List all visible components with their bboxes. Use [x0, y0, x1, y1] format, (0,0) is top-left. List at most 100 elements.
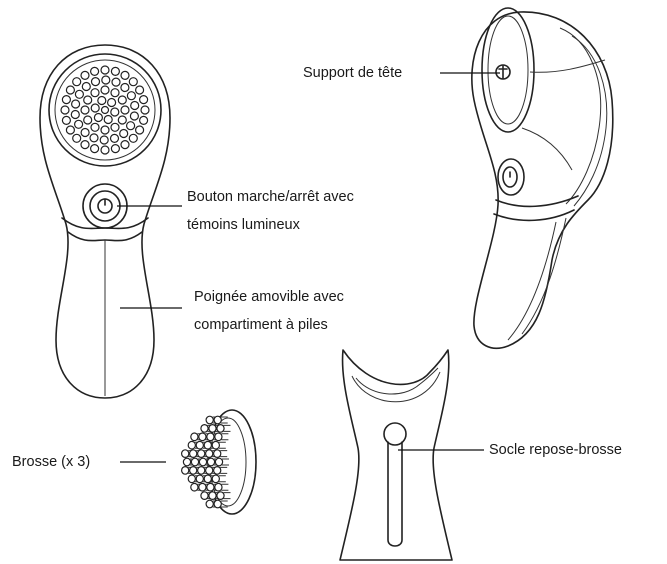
- bristle-dot: [101, 126, 109, 134]
- bristle-tuft: [204, 475, 211, 483]
- bristle-tuft: [182, 467, 189, 475]
- bristle-dot: [131, 102, 139, 110]
- bristle-dot: [84, 96, 92, 104]
- bristle-tuft: [206, 467, 213, 475]
- bristle-tuft: [198, 467, 205, 475]
- bristle-dot: [72, 100, 80, 108]
- bristle-dot: [140, 116, 148, 124]
- bristle-dot: [75, 120, 83, 128]
- bristle-dot: [102, 76, 110, 84]
- bristle-tuft: [199, 483, 206, 491]
- bristle-tuft: [214, 450, 221, 458]
- bristle-dot: [121, 106, 129, 114]
- bristle-dot: [111, 145, 119, 153]
- bristle-dot: [91, 145, 99, 153]
- bristle-dot: [141, 106, 149, 114]
- bristle-dot: [127, 92, 135, 100]
- bristle-dot: [111, 123, 119, 131]
- bristle-dot: [91, 104, 99, 112]
- bristle-dot: [129, 78, 137, 86]
- bristle-tuft: [204, 441, 211, 449]
- bristle-tuft: [209, 425, 216, 433]
- bristle-dot: [66, 126, 74, 134]
- bristle-dot: [71, 111, 79, 119]
- bristle-dot: [62, 116, 70, 124]
- bristle-dot: [136, 86, 144, 94]
- bristle-dot: [62, 96, 70, 104]
- bristle-tuft: [188, 441, 195, 449]
- bristle-dot: [121, 84, 129, 92]
- bristle-tuft: [191, 433, 198, 441]
- label-head-support: Support de tête: [303, 66, 402, 81]
- bristle-dot: [98, 97, 106, 105]
- bristle-tuft: [201, 492, 208, 500]
- bristle-tuft: [212, 475, 219, 483]
- bristle-tuft: [214, 416, 221, 424]
- bristle-dot: [111, 67, 119, 75]
- bristle-tuft: [201, 425, 208, 433]
- bristle-dot: [101, 146, 109, 154]
- bristle-tuft: [206, 450, 213, 458]
- bristle-dot: [81, 141, 89, 149]
- bristle-dot: [61, 106, 69, 114]
- bristle-dot: [81, 71, 89, 79]
- bristle-dot: [136, 126, 144, 134]
- label-brush-stand: Socle repose-brosse: [489, 443, 622, 458]
- bristle-dot: [112, 78, 120, 86]
- side-view-device: [472, 8, 613, 348]
- front-brush-bristles: [61, 66, 149, 154]
- bristle-tuft: [182, 450, 189, 458]
- label-handle-line1: Poignée amovible avec: [194, 290, 344, 305]
- label-power-button-line1: Bouton marche/arrêt avec: [187, 190, 354, 205]
- bristle-dot: [111, 108, 119, 116]
- bristle-dot: [66, 86, 74, 94]
- bristle-dot: [73, 134, 81, 142]
- bristle-tuft: [191, 483, 198, 491]
- bristle-dot: [129, 134, 137, 142]
- bristle-dot: [104, 116, 112, 124]
- bristle-tuft: [215, 458, 222, 466]
- brush-head: [182, 410, 256, 514]
- bristle-dot: [91, 123, 99, 131]
- bristle-tuft: [190, 467, 197, 475]
- bristle-tuft: [215, 483, 222, 491]
- bristle-dot: [84, 116, 92, 124]
- bristle-dot: [120, 130, 128, 138]
- bristle-tuft: [206, 500, 213, 508]
- bristle-tuft: [183, 458, 190, 466]
- bristle-dot: [82, 83, 90, 91]
- bristle-dot: [94, 114, 102, 122]
- bristle-tuft: [190, 450, 197, 458]
- bristle-tuft: [196, 475, 203, 483]
- label-handle-line2: compartiment à piles: [194, 318, 328, 333]
- label-brush-heads: Brosse (x 3): [12, 455, 90, 470]
- bristle-dot: [81, 129, 89, 137]
- bristle-dot: [111, 134, 119, 142]
- bristle-dot: [92, 78, 100, 86]
- bristle-tuft: [199, 458, 206, 466]
- bristle-dot: [101, 66, 109, 74]
- bristle-dot: [108, 99, 116, 107]
- bristle-dot: [90, 134, 98, 142]
- bristle-dot: [127, 122, 135, 130]
- bristle-tuft: [214, 467, 221, 475]
- bristle-dot: [121, 71, 129, 79]
- bristle-tuft: [214, 500, 221, 508]
- bristle-tuft: [198, 450, 205, 458]
- bristle-tuft: [217, 492, 224, 500]
- bristle-dot: [130, 112, 138, 120]
- bristle-tuft: [196, 441, 203, 449]
- bristle-dot: [81, 106, 89, 114]
- leader-lines: [117, 73, 500, 462]
- brush-stand: [340, 350, 452, 560]
- bristle-tuft: [212, 441, 219, 449]
- bristle-dot: [101, 86, 109, 94]
- bristle-dot: [73, 78, 81, 86]
- bristle-tuft: [217, 425, 224, 433]
- bristle-dot: [118, 116, 126, 124]
- bristle-dot: [118, 96, 126, 104]
- brush-bristle-tufts: [182, 416, 231, 508]
- bristle-dot: [100, 136, 108, 144]
